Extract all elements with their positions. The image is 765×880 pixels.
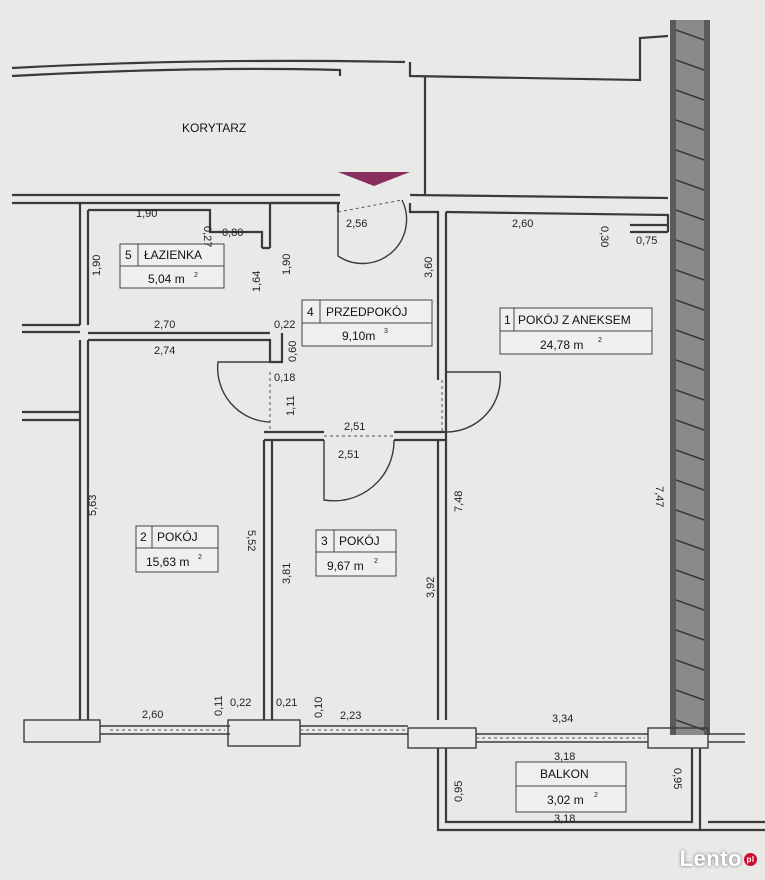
room-number: 1 [504,313,511,327]
dim-label: 1,90 [136,208,157,220]
room-area: 9,67 m [327,559,364,573]
dim-label: 0,21 [276,697,297,709]
room-label-przedpokoj: 4 PRZEDPOKÓJ 9,10m 3 [301,299,433,347]
room-area: 9,10m [342,329,375,343]
room-label-pokoj-z-aneksem: 1 POKÓJ Z ANEKSEM 24,78 m 2 [499,307,653,355]
logo-brand: Lento [679,846,742,871]
room-number: 5 [125,248,132,262]
dim-label: 1,90 [281,254,293,275]
dim-label: 3,60 [423,257,435,278]
dim-label: 2,60 [512,218,533,230]
interior-walls [22,201,765,832]
dim-label: 2,23 [340,710,361,722]
corridor-walls [11,34,669,205]
room-name: POKÓJ [157,529,198,544]
lento-logo: Lento pl [680,846,757,872]
dim-label: 2,56 [346,218,367,230]
dim-label: 0,11 [213,695,225,716]
dim-label: 1,90 [91,255,103,276]
dim-label: 3,92 [425,577,437,598]
room-name: ŁAZIENKA [144,248,202,262]
dim-label: 5,52 [245,530,257,551]
dim-label: 0,80 [222,227,243,239]
room-area: 24,78 m [540,338,583,352]
svg-text:2: 2 [194,272,198,279]
room-number: 4 [307,305,314,319]
entrance-marker [338,172,410,186]
dim-label: 0,27 [201,226,213,247]
dim-label: 3,81 [281,563,293,584]
dim-label: 2,70 [154,319,175,331]
doors [110,199,645,739]
dim-label: 0,18 [274,372,295,384]
logo-badge: pl [744,852,757,866]
svg-text:2: 2 [598,337,602,344]
svg-text:2: 2 [198,554,202,561]
dim-label: 2,74 [154,345,175,357]
room2-door [216,361,272,423]
dim-label: 1,64 [251,271,263,292]
dim-label: 1,11 [285,395,297,416]
dim-label: 0,22 [274,319,295,331]
dim-label: 7,47 [653,486,665,507]
room-label-pokoj-3: 3 POKÓJ 9,67 m 2 [315,529,397,577]
dim-label: 0,22 [230,697,251,709]
dim-label: 3,18 [554,813,575,825]
dim-label: 3,34 [552,713,573,725]
room-number: 2 [140,530,147,544]
svg-text:2: 2 [594,792,598,799]
dim-label: 5,63 [87,495,99,516]
room-name: POKÓJ Z ANEKSEM [518,312,631,327]
dim-label: 0,95 [453,781,465,802]
dim-label: 3,18 [554,751,575,763]
dim-label: 2,51 [344,421,365,433]
dim-label: 0,30 [598,226,610,247]
room-area: 15,63 m [146,555,189,569]
room-name: PRZEDPOKÓJ [326,304,407,319]
room1-door [445,371,502,433]
room-name: BALKON [540,767,589,781]
room-label-lazienka: 5 ŁAZIENKA 5,04 m 2 [119,243,225,289]
room-label-pokoj-2: 2 POKÓJ 15,63 m 2 [135,525,219,573]
dim-label: 0,95 [671,768,683,789]
room-number: 3 [321,534,328,548]
room-area: 3,02 m [547,793,584,807]
dimension-labels: 1,90 0,27 0,80 2,56 2,60 0,30 0,75 1,90 … [87,208,683,825]
room-name: POKÓJ [339,533,380,548]
dim-label: 0,10 [313,697,325,718]
dim-label: 2,51 [338,449,359,461]
dim-label: 2,60 [142,709,163,721]
room-label-balkon: BALKON 3,02 m 2 [515,761,627,813]
dim-label: 7,48 [453,491,465,512]
dim-label: 0,75 [636,235,657,247]
svg-text:2: 2 [374,558,378,565]
room3-door [323,439,395,502]
svg-text:3: 3 [384,328,388,335]
corridor-label: KORYTARZ [182,121,246,135]
exterior-wall-right [670,20,710,735]
dim-label: 0,60 [287,341,299,362]
entrance-door [337,199,408,265]
room-area: 5,04 m [148,272,185,286]
